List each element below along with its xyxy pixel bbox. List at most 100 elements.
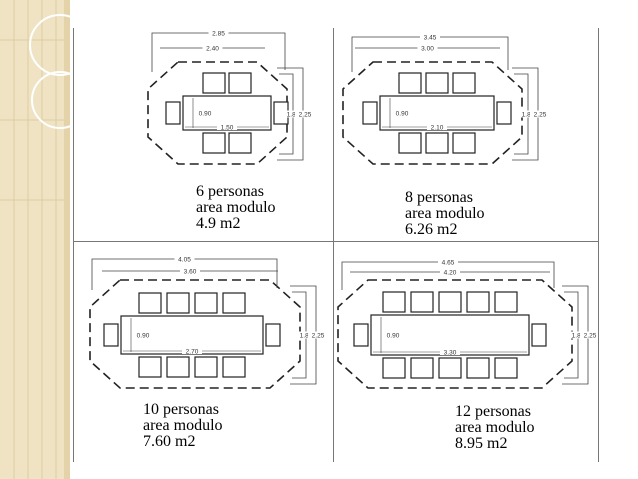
caption-line-area: 6.26 m2 [405, 221, 458, 238]
decorative-sidebar [0, 0, 70, 479]
dimension-label-background [208, 29, 229, 36]
dimension-label-table-length: 3.30 [444, 350, 457, 357]
dimension-label-background [285, 110, 301, 118]
dimension-label-table-width: 0.90 [199, 111, 212, 118]
chair-bottom [194, 356, 218, 378]
dimension-label-background [440, 348, 460, 355]
chair-bottom [138, 356, 162, 378]
caption-line-people: 8 personas [405, 189, 473, 206]
caption-8-personas: 8 personas area modulo 6.26 m2 [405, 190, 485, 238]
chair-top [166, 292, 190, 314]
chair-end-left [362, 101, 378, 125]
chair-top [398, 72, 422, 94]
caption-line-people: 10 personas [143, 401, 219, 418]
area-boundary-dashed [89, 279, 301, 389]
chair-bottom [202, 132, 226, 154]
caption-line-area: 8.95 m2 [455, 435, 508, 452]
area-boundary-dashed [147, 61, 288, 165]
chair-end-left [103, 323, 119, 347]
dimension-label-table-width: 0.90 [387, 333, 400, 340]
chair-top [466, 291, 490, 313]
dimension-label-background [308, 331, 324, 339]
dimension-label-inner-depth: 1.80 [522, 112, 535, 119]
dimension-label-background [174, 255, 195, 262]
caption-line-label: area modulo [455, 419, 535, 436]
chair-end-left [353, 323, 369, 347]
dimension-label-background [295, 110, 311, 118]
dimension-label-inner-width: 3.00 [421, 46, 434, 53]
chair-bottom [425, 132, 449, 154]
chair-end-right [496, 101, 512, 125]
chair-bottom [410, 357, 434, 379]
dimension-label-background [427, 123, 447, 130]
chair-bottom [494, 357, 518, 379]
chair-bottom [382, 357, 406, 379]
area-boundary-dashed [337, 279, 573, 389]
dimension-label-background [570, 331, 586, 339]
caption-line-area: 7.60 m2 [143, 433, 196, 450]
ring-ornament-icon [29, 14, 70, 129]
dimension-label-background [580, 331, 596, 339]
dimension-outer-width-line [151, 32, 286, 72]
dimension-label-background [180, 267, 200, 274]
dimension-label-inner-width: 4.20 [444, 270, 457, 277]
dimension-label-outer-width: 4.65 [442, 260, 455, 267]
caption-12-personas: 12 personas area modulo 8.95 m2 [455, 404, 535, 452]
chair-bottom [398, 132, 422, 154]
chair-bottom [228, 132, 252, 154]
dimension-label-outer-depth: 2.25 [312, 333, 325, 340]
dimension-label-background [298, 331, 314, 339]
caption-line-label: area modulo [405, 205, 485, 222]
dimension-label-inner-depth: 1.80 [300, 333, 313, 340]
caption-line-people: 6 personas [196, 183, 264, 200]
dimension-outer-width-line [351, 36, 509, 72]
caption-line-people: 12 personas [455, 403, 531, 420]
chair-top [194, 292, 218, 314]
dimension-label-background [530, 110, 546, 118]
chair-bottom [222, 356, 246, 378]
dimension-label-background [417, 44, 438, 51]
dimension-label-background [438, 258, 458, 265]
dimension-label-table-width: 0.90 [396, 111, 409, 118]
chair-top [425, 72, 449, 94]
caption-line-label: area modulo [143, 417, 223, 434]
chair-top [452, 72, 476, 94]
dimension-label-inner-depth: 1.80 [287, 112, 300, 119]
caption-6-personas: 6 personas area modulo 4.9 m2 [196, 184, 276, 232]
dimension-label-outer-depth: 2.25 [534, 112, 547, 119]
dimension-label-background [202, 44, 223, 51]
chair-top [438, 291, 462, 313]
chair-top [222, 292, 246, 314]
dimension-label-inner-width: 3.60 [184, 269, 197, 276]
dimension-label-outer-depth: 2.25 [299, 112, 312, 119]
area-boundary-dashed [342, 61, 523, 165]
dimension-label-outer-width: 3.45 [424, 35, 437, 42]
dimension-label-table-width: 0.90 [137, 333, 150, 340]
dimension-label-table-length: 2.10 [431, 125, 444, 132]
dimension-label-background [520, 110, 536, 118]
dimension-label-inner-width: 2.40 [206, 46, 219, 53]
dimension-label-inner-depth: 1.80 [572, 333, 585, 340]
dimension-label-background [217, 123, 237, 130]
chair-bottom [452, 132, 476, 154]
chair-bottom [466, 357, 490, 379]
dimension-label-outer-depth: 2.25 [584, 333, 597, 340]
chair-bottom [166, 356, 190, 378]
dimension-label-background [440, 268, 460, 275]
chair-end-right [531, 323, 547, 347]
chair-top [228, 72, 252, 94]
chair-top [410, 291, 434, 313]
chair-top [382, 291, 406, 313]
dimension-label-background [420, 33, 440, 40]
chair-top [494, 291, 518, 313]
dimension-label-outer-width: 2.85 [212, 31, 225, 38]
chair-top [202, 72, 226, 94]
dimension-label-outer-width: 4.05 [178, 257, 191, 264]
caption-line-label: area modulo [196, 199, 276, 216]
caption-10-personas: 10 personas area modulo 7.60 m2 [143, 402, 223, 450]
